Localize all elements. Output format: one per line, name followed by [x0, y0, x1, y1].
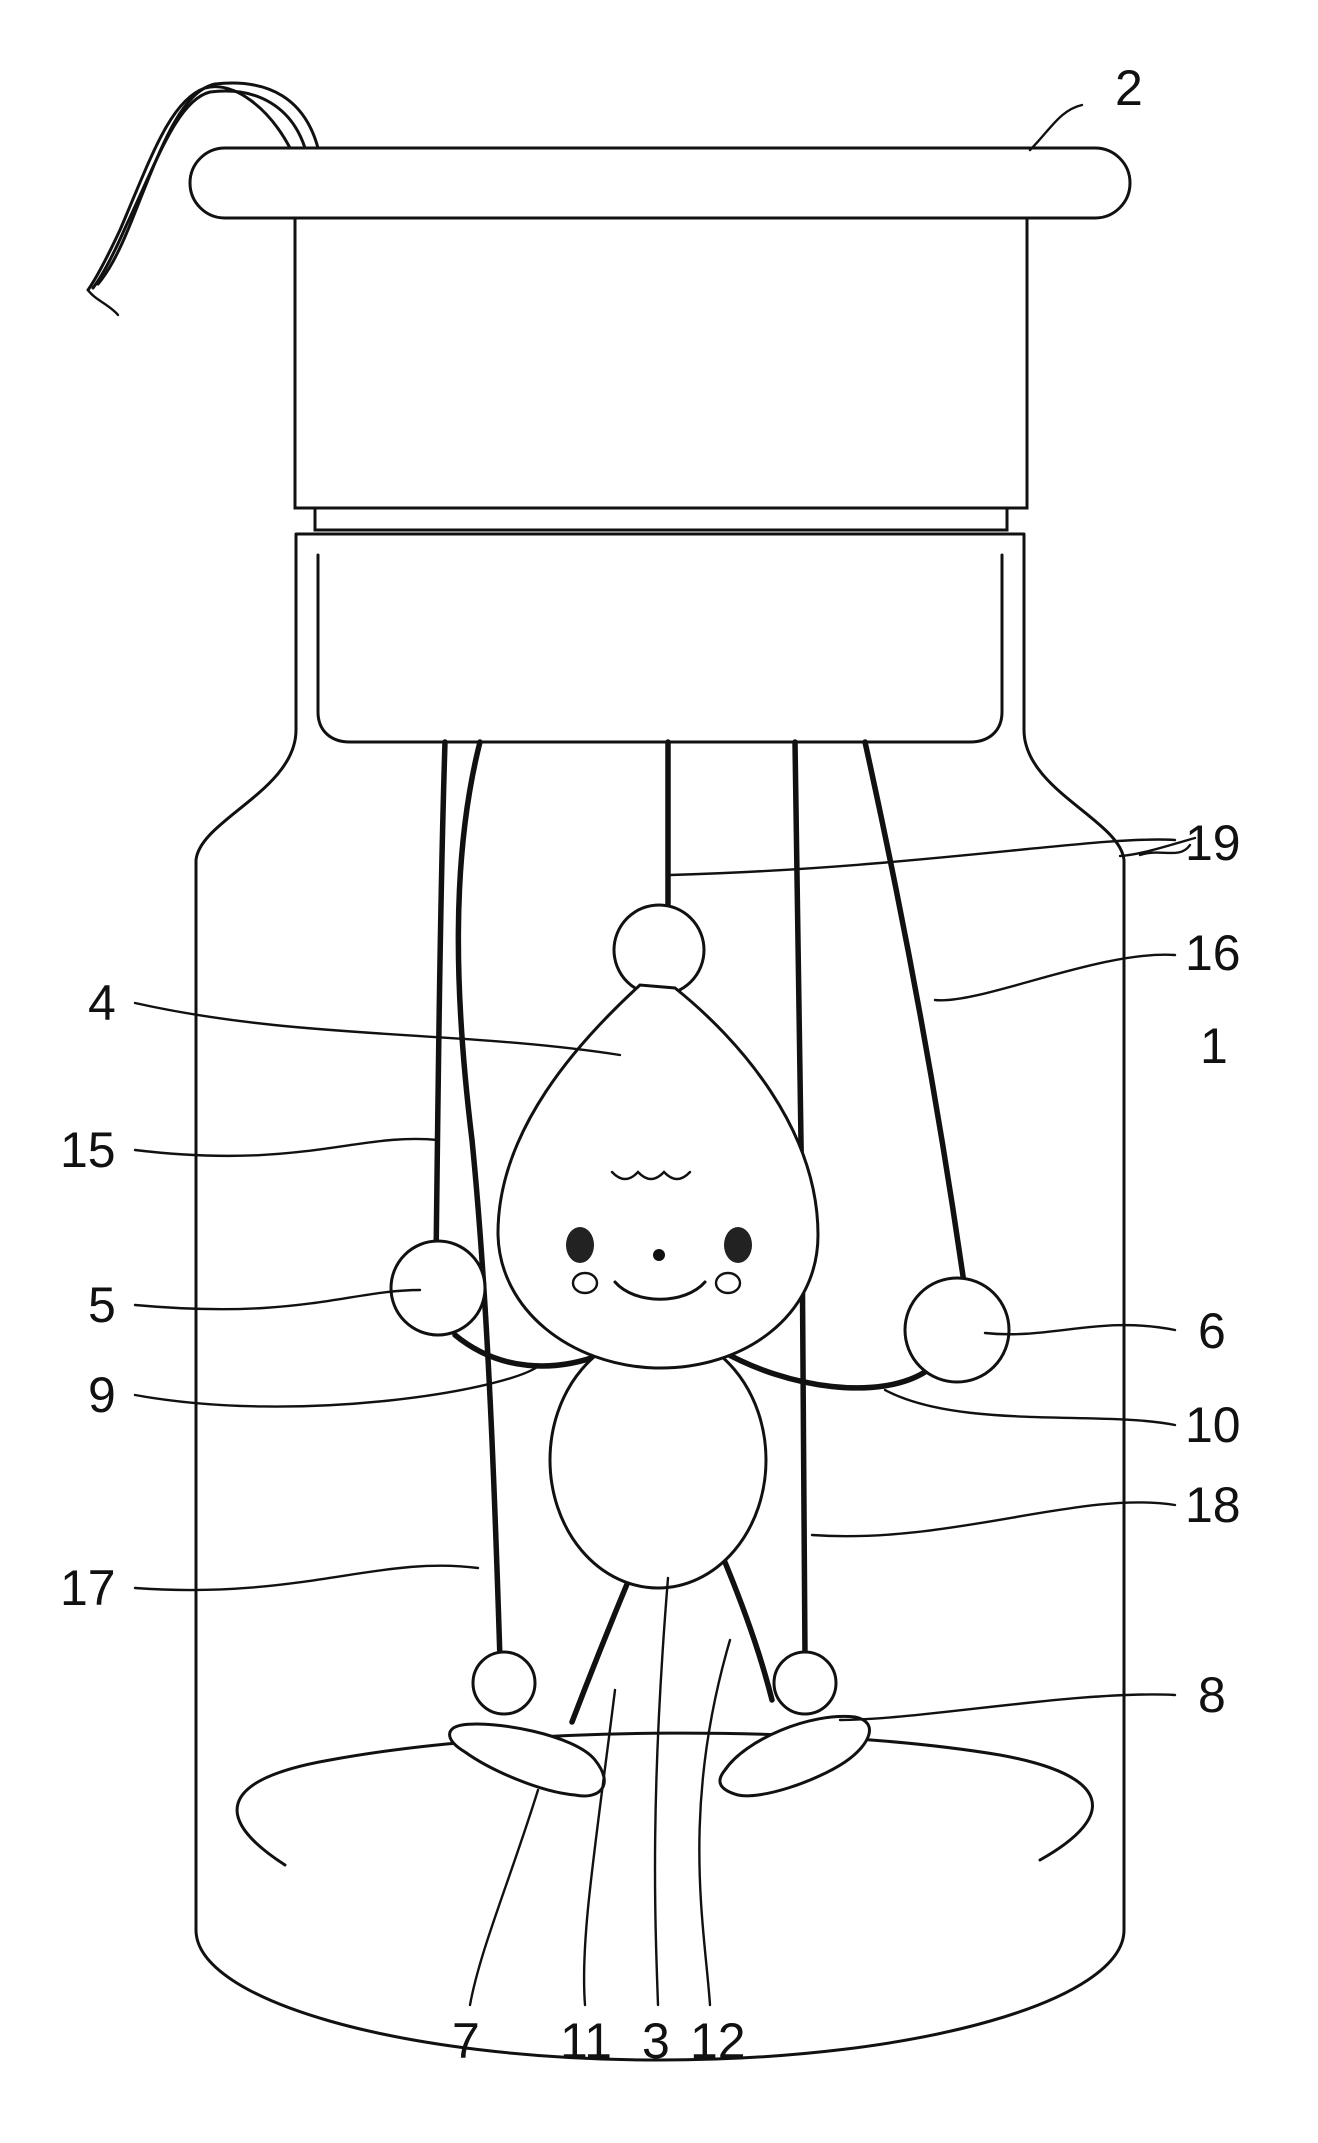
label-10: 10	[1185, 1397, 1241, 1453]
label-15: 15	[60, 1122, 116, 1178]
string-16	[865, 742, 965, 1290]
puppet	[391, 905, 1009, 1796]
right-ankle-ball	[774, 1652, 836, 1714]
left-hand	[391, 1241, 485, 1335]
leg-thread-left	[572, 1572, 632, 1722]
nose	[653, 1249, 665, 1261]
left-ankle-ball	[473, 1652, 535, 1714]
label-18: 18	[1185, 1477, 1241, 1533]
cap-collar	[315, 508, 1007, 530]
label-1: 1	[1200, 1018, 1228, 1074]
body	[550, 1332, 766, 1588]
string-15	[436, 742, 445, 1262]
label-12: 12	[690, 2013, 746, 2069]
label-6: 6	[1198, 1303, 1226, 1359]
right-hand	[905, 1278, 1009, 1382]
label-7: 7	[452, 2013, 480, 2069]
left-eye	[566, 1227, 594, 1263]
right-foot	[720, 1716, 870, 1795]
label-3: 3	[642, 2013, 670, 2069]
cap-rim	[190, 148, 1130, 218]
label-11: 11	[560, 2013, 612, 2069]
right-eye	[724, 1227, 752, 1263]
string-17	[458, 742, 500, 1660]
label-5: 5	[88, 1277, 116, 1333]
label-4: 4	[88, 975, 116, 1031]
leg-thread-right	[722, 1555, 772, 1700]
label-17: 17	[60, 1560, 116, 1616]
label-9: 9	[88, 1367, 116, 1423]
head-top-ball	[614, 905, 704, 995]
label-19: 19	[1185, 815, 1241, 871]
jar-base	[237, 1733, 1092, 1865]
label-16: 16	[1185, 925, 1241, 981]
lid-inner	[318, 555, 1002, 742]
label-8: 8	[1198, 1667, 1226, 1723]
arm-thread-right	[720, 1350, 925, 1388]
label-2: 2	[1115, 60, 1143, 116]
cap-body	[295, 218, 1027, 508]
